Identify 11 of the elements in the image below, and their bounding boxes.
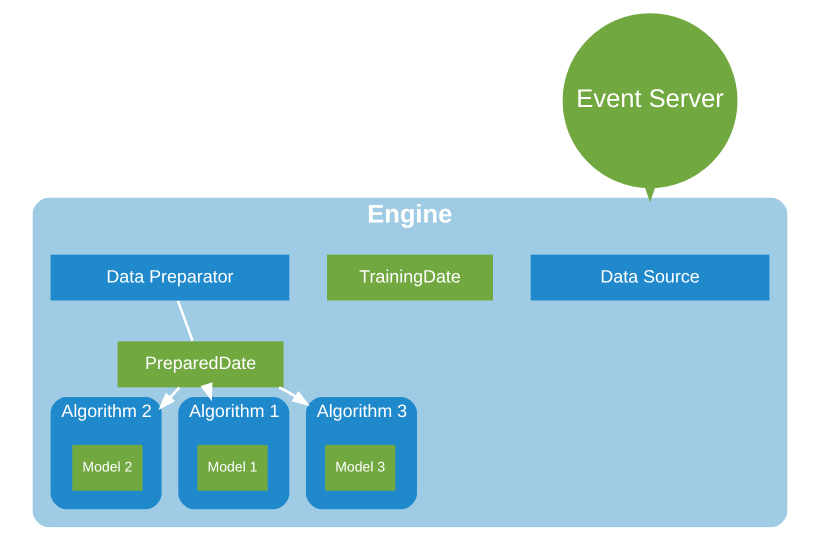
node-box: Model 1 — [197, 444, 268, 491]
node-box: TrainingDate — [327, 254, 493, 301]
arrow — [158, 386, 180, 410]
node-box: Model 3 — [325, 444, 396, 491]
node-box: Model 2 — [72, 444, 142, 491]
arrow — [200, 382, 212, 402]
node-box: Data Preparator — [50, 254, 290, 301]
node-box: Data Source — [530, 254, 770, 301]
connector — [176, 300, 194, 342]
arrow — [278, 386, 310, 406]
node-box: PreparedDate — [118, 341, 284, 388]
